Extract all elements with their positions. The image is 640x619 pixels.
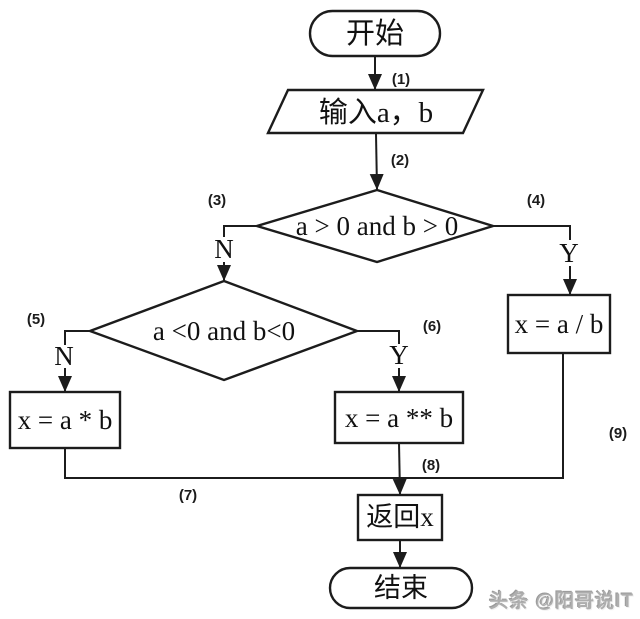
edge-decision1-no <box>223 225 257 237</box>
edge-decision2-yes <box>357 330 400 344</box>
edge-label-1: (1) <box>392 71 410 88</box>
node-decision2 <box>86 279 361 382</box>
edge-label-7: (7) <box>179 487 197 504</box>
edge-label-5: (5) <box>27 311 45 328</box>
edge-multiply-to-collector <box>64 448 399 479</box>
branch-label-d1-no: N <box>214 234 234 264</box>
node-return <box>356 493 444 542</box>
edge-divide-to-collector <box>399 353 564 479</box>
edge-decision2-no <box>64 330 90 345</box>
node-divide-label: x = a / b <box>515 309 604 339</box>
node-start <box>308 9 442 58</box>
node-input-label: 输入a，b <box>319 96 433 129</box>
branch-label-d2-yes: Y <box>389 340 409 370</box>
edge-power-to-return <box>392 442 407 495</box>
edge-label-2: (2) <box>391 152 409 169</box>
node-start-label: 开始 <box>346 17 404 50</box>
edge-label-3: (3) <box>208 192 226 209</box>
node-power <box>333 390 465 445</box>
node-decision1-label: a > 0 and b > 0 <box>296 211 458 241</box>
node-multiply-label: x = a * b <box>18 405 113 435</box>
edge-label-8: (8) <box>422 457 440 474</box>
node-divide <box>506 293 612 355</box>
branch-label-d2-no: N <box>54 341 74 371</box>
branch-label-d1-yes: Y <box>559 238 579 268</box>
node-return-label: 返回x <box>366 502 434 532</box>
node-input <box>266 88 485 135</box>
edge-label-9: (9) <box>609 425 627 442</box>
edge-input-to-decision1 <box>369 133 384 190</box>
node-decision2-label: a <0 and b<0 <box>153 316 295 346</box>
watermark-text: 头条 @阳哥说IT <box>489 591 634 612</box>
node-decision1 <box>252 188 498 264</box>
node-end <box>328 566 474 610</box>
node-multiply <box>8 390 122 450</box>
node-power-label: x = a ** b <box>345 403 453 433</box>
edge-label-4: (4) <box>527 192 545 209</box>
node-end-label: 结束 <box>374 573 428 603</box>
edge-label-6: (6) <box>423 318 441 335</box>
edge-decision1-yes <box>493 225 571 240</box>
